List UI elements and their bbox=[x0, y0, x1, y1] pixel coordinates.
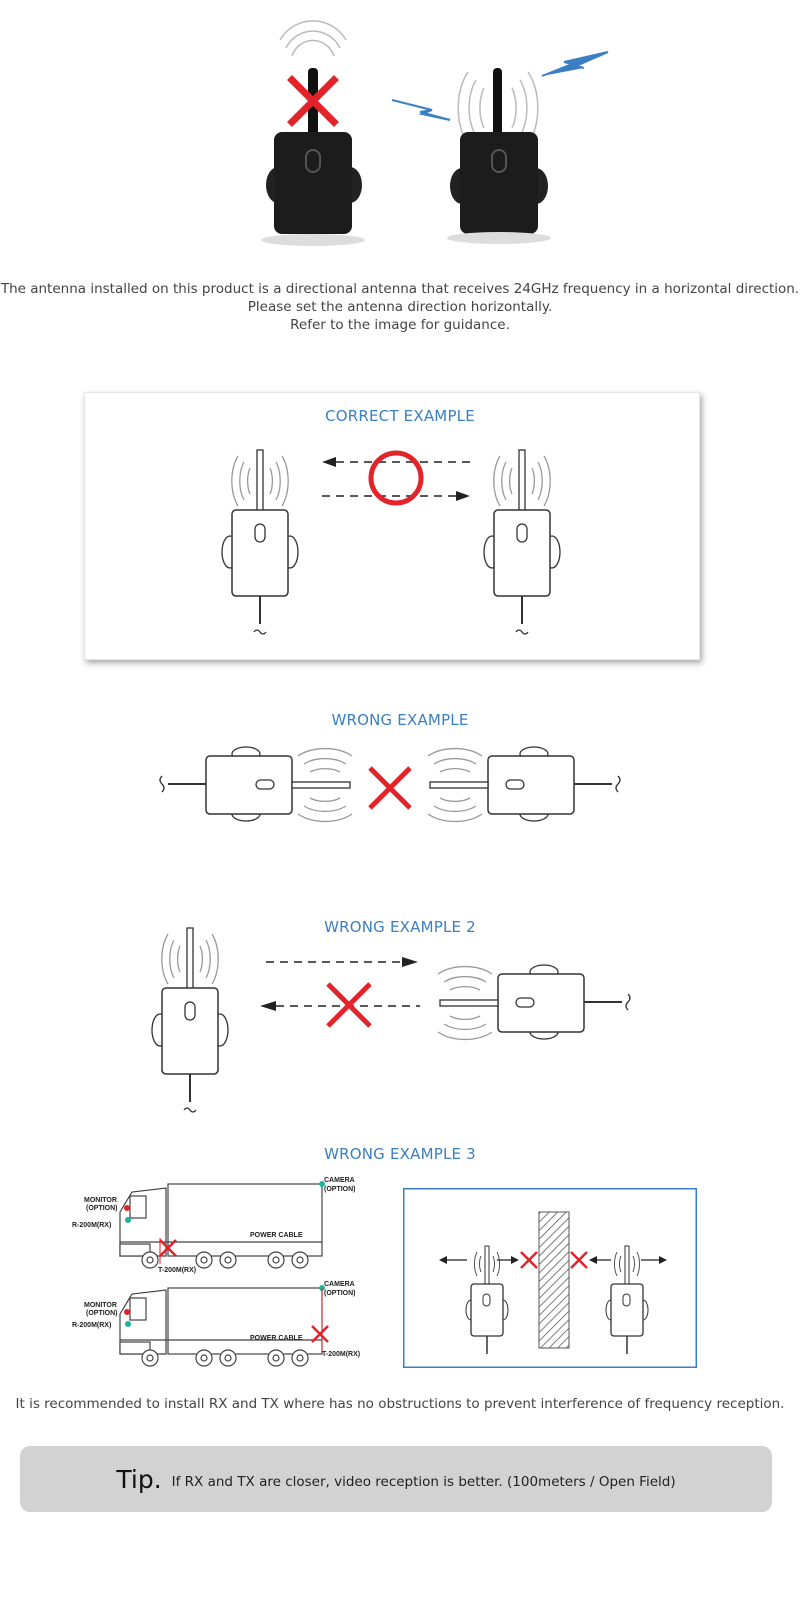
wrong-example-2-diagram bbox=[151, 927, 631, 1113]
cross-mark bbox=[326, 982, 372, 1028]
intro-text: The antenna installed on this product is… bbox=[0, 280, 800, 334]
truck-diagram-bottom: MONITOR (OPTION) R-200M(RX) CAMERA (OPTI… bbox=[72, 1281, 360, 1367]
camera-label: CAMERA bbox=[324, 1177, 355, 1184]
power-cable-label: POWER CABLE bbox=[250, 1335, 303, 1342]
wrong-example-diagram bbox=[159, 746, 621, 823]
intro-line-1: The antenna installed on this product is… bbox=[0, 281, 800, 297]
transmitter-label: T-200M(RX) bbox=[158, 1267, 196, 1274]
obstruction-diagram bbox=[403, 1188, 697, 1368]
monitor-label: MONITOR bbox=[84, 1197, 117, 1204]
lightning-icon bbox=[541, 51, 609, 77]
monitor-option-label: (OPTION) bbox=[86, 1310, 118, 1317]
cross-mark bbox=[287, 75, 339, 127]
tip-text: If RX and TX are closer, video reception… bbox=[171, 1474, 676, 1490]
recommendation-note: It is recommended to install RX and TX w… bbox=[15, 1396, 785, 1412]
receiver-label: R-200M(RX) bbox=[72, 1222, 111, 1229]
correct-example-diagram bbox=[221, 449, 561, 635]
intro-line-2: Please set the antenna direction horizon… bbox=[247, 299, 553, 315]
correct-example-title: CORRECT EXAMPLE bbox=[325, 407, 475, 425]
transmitter-label: T-200M(RX) bbox=[322, 1351, 360, 1358]
wrong-example-2-title: WRONG EXAMPLE 2 bbox=[324, 918, 476, 936]
truck-diagram-top: MONITOR (OPTION) R-200M(RX) CAMERA (OPTI… bbox=[72, 1177, 356, 1274]
tip-box: Tip. If RX and TX are closer, video rece… bbox=[20, 1446, 772, 1512]
cross-mark bbox=[368, 766, 412, 810]
camera-option-label: (OPTION) bbox=[324, 1186, 356, 1193]
intro-line-3: Refer to the image for guidance. bbox=[290, 317, 510, 333]
wrong-example-title: WRONG EXAMPLE bbox=[331, 711, 469, 729]
monitor-option-label: (OPTION) bbox=[86, 1205, 118, 1212]
product-photo-wrong-vertical bbox=[261, 20, 365, 246]
correct-circle-icon bbox=[368, 450, 424, 506]
wrong-example-3-title: WRONG EXAMPLE 3 bbox=[324, 1145, 476, 1163]
camera-option-label: (OPTION) bbox=[324, 1290, 356, 1297]
receiver-label: R-200M(RX) bbox=[72, 1322, 111, 1329]
tip-label: Tip. bbox=[116, 1464, 162, 1494]
power-cable-label: POWER CABLE bbox=[250, 1232, 303, 1239]
camera-label: CAMERA bbox=[324, 1281, 355, 1288]
monitor-label: MONITOR bbox=[84, 1302, 117, 1309]
cross-mark bbox=[520, 1251, 588, 1269]
lightning-icon bbox=[391, 99, 451, 121]
correct-example-card bbox=[84, 392, 700, 660]
product-photo-correct-horizontal bbox=[391, 51, 609, 244]
